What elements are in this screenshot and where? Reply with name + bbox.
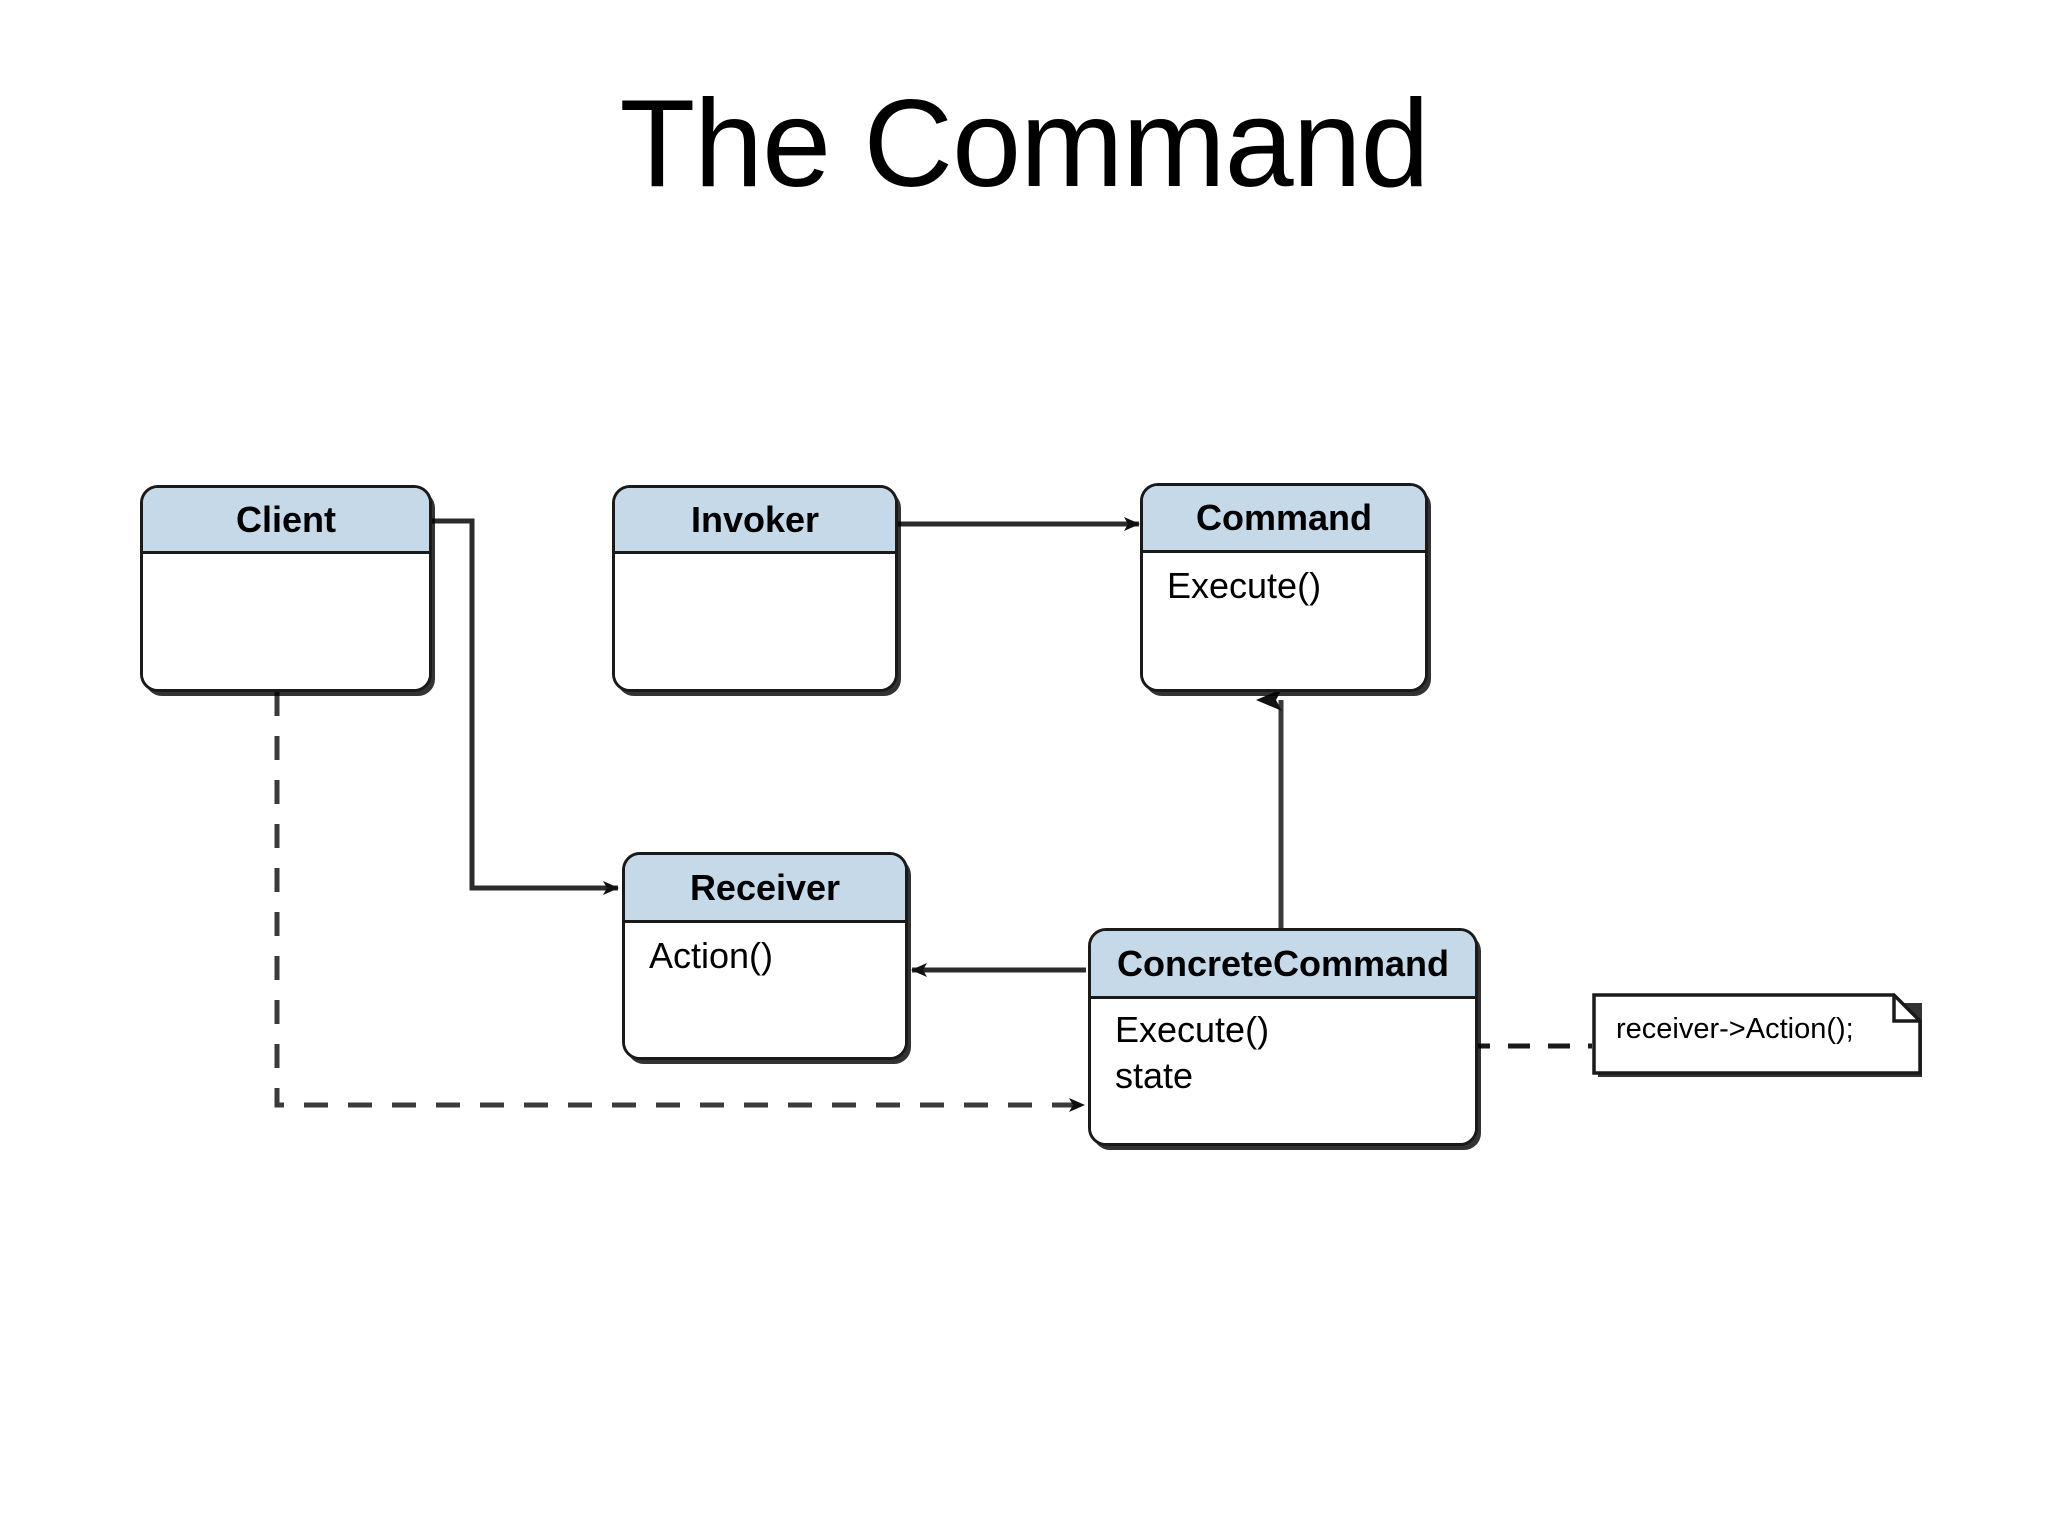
uml-class-client[interactable]: Client — [140, 485, 432, 692]
uml-member-command-execute: Execute() — [1167, 565, 1322, 606]
uml-class-client-members — [143, 554, 429, 689]
uml-class-concrete-command-members: Execute() state — [1091, 999, 1475, 1143]
uml-class-command-members: Execute() — [1143, 553, 1425, 689]
uml-class-concrete-command[interactable]: ConcreteCommand Execute() state — [1088, 928, 1478, 1146]
uml-class-invoker-name: Invoker — [615, 488, 895, 554]
uml-class-receiver-members: Action() — [625, 923, 905, 1057]
uml-class-command[interactable]: Command Execute() — [1140, 483, 1428, 692]
relationship-client-to-receiver — [432, 518, 619, 895]
uml-class-invoker-members — [615, 554, 895, 689]
uml-member-concrete-command-execute: Execute() — [1115, 1009, 1270, 1050]
note-shape-icon — [1592, 993, 1922, 1077]
uml-member-receiver-action: Action() — [649, 935, 774, 976]
page-title: The Command — [619, 75, 1429, 213]
uml-member-concrete-command-state: state — [1115, 1055, 1194, 1097]
uml-note[interactable]: receiver->Action(); — [1592, 993, 1926, 1081]
uml-class-client-name: Client — [143, 488, 429, 554]
uml-class-concrete-command-name: ConcreteCommand — [1091, 931, 1475, 999]
uml-note-text: receiver->Action(); — [1616, 1013, 1854, 1045]
uml-class-invoker[interactable]: Invoker — [612, 485, 898, 692]
uml-class-receiver-name: Receiver — [625, 855, 905, 923]
uml-class-receiver[interactable]: Receiver Action() — [622, 852, 908, 1060]
uml-class-command-name: Command — [1143, 486, 1425, 553]
